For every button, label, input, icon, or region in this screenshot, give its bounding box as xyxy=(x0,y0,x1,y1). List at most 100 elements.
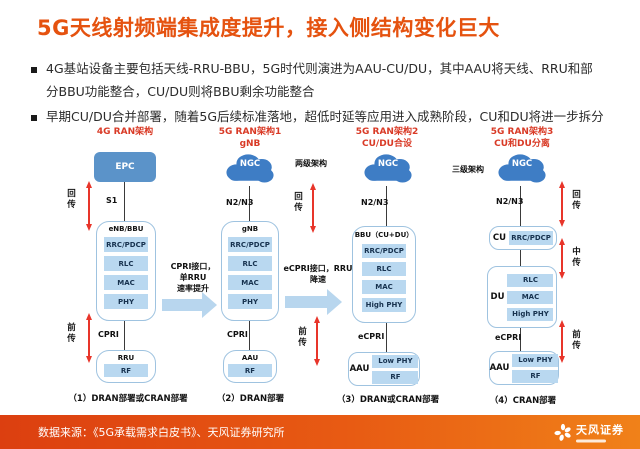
col3-caption: （3）DRAN或CRAN部署 xyxy=(336,395,440,405)
connector-line xyxy=(124,321,125,350)
layer-chip: MAC xyxy=(228,275,272,290)
aau-unit: AAU Low PHY RF xyxy=(489,351,559,385)
unit-title: BBU（CU+DU） xyxy=(354,231,414,239)
logo-text: 天风证券 xyxy=(576,423,624,437)
fronthaul-label: 前传 xyxy=(67,323,76,344)
fronthaul-arrow xyxy=(558,320,565,363)
tf-securities-logo: 天风证券 xyxy=(554,422,624,443)
bullet-item: 早期CU/DU合并部署，随着5G后续标准落地，超低时延等应用进入成熟阶段，CU和… xyxy=(31,106,605,129)
layer-chip: MAC xyxy=(362,280,406,294)
connector-line xyxy=(249,321,250,350)
n2n3-link-label: N2/N3 xyxy=(496,197,524,206)
transition2-text: eCPRI接口，RRU 降速 xyxy=(275,264,361,286)
layer-chip: Low PHY xyxy=(512,353,559,367)
two-tier-label: 两级架构 xyxy=(295,159,327,168)
du-unit: DU RLC MAC High PHY xyxy=(487,266,557,328)
unit-title: RRU xyxy=(117,354,135,362)
connector-line xyxy=(520,250,521,266)
cloud-label: NGC xyxy=(511,159,533,169)
bullet-square-icon xyxy=(31,67,37,73)
col4-header-line1: 5G RAN架构3 xyxy=(490,127,554,137)
layer-chip: RLC xyxy=(507,273,554,287)
backhaul-label: 回传 xyxy=(294,192,303,213)
bbu-cu-du-unit: BBU（CU+DU） RRC/PDCP RLC MAC High PHY xyxy=(352,226,416,323)
col3-header: 5G RAN架构2 CU/DU合设 xyxy=(337,127,437,150)
unit-title: AAU xyxy=(241,354,259,362)
col4-caption: （4）CRAN部署 xyxy=(489,396,557,406)
connector-line xyxy=(386,323,387,352)
right-block-arrow-icon xyxy=(162,299,202,311)
ngc-cloud: NGC xyxy=(493,150,551,186)
ngc-cloud: NGC xyxy=(359,150,417,186)
unit-side-label: CU xyxy=(492,233,507,243)
layer-chip: RLC xyxy=(362,262,406,276)
transition1-line2: 单RRU xyxy=(179,272,207,282)
cloud-icon xyxy=(364,154,412,183)
aau-unit: AAU RF xyxy=(223,350,277,383)
bullet-square-icon xyxy=(31,115,37,121)
transition1-text: CPRI接口， 单RRU 速率提升 xyxy=(155,262,231,294)
backhaul-arrow xyxy=(309,183,316,233)
midhaul-arrow xyxy=(558,238,565,279)
layer-chip: RRC/PDCP xyxy=(362,244,406,258)
layer-chip: High PHY xyxy=(507,307,554,321)
page-title: 5G天线射频端集成度提升，接入侧结构变化巨大 xyxy=(37,16,500,40)
cloud-label: NGC xyxy=(239,159,261,169)
footer-bar: 数据来源：《5G承载需求白皮书》、天风证券研究所 天风证券 xyxy=(0,415,640,449)
backhaul-arrow xyxy=(558,181,565,227)
right-block-arrow-icon xyxy=(285,296,327,308)
aau-unit: AAU Low PHY RF xyxy=(348,352,420,386)
connector-line xyxy=(520,186,521,226)
layer-chip: High PHY xyxy=(362,298,406,312)
col2-header-line1: 5G RAN架构1 xyxy=(218,127,282,137)
backhaul-label: 回传 xyxy=(572,190,581,211)
cloud-icon xyxy=(226,154,274,183)
bullet-item: 4G基站设备主要包括天线-RRU-BBU，5G时代则演进为AAU-CU/DU，其… xyxy=(31,58,605,103)
fronthaul-arrow xyxy=(85,313,92,363)
three-tier-label: 三级架构 xyxy=(452,165,484,174)
transition2-line1: eCPRI接口，RRU xyxy=(283,264,353,273)
unit-side-label: AAU xyxy=(489,363,510,373)
layer-chip: RRC/PDCP xyxy=(509,231,554,245)
fronthaul-arrow xyxy=(313,316,320,366)
n2n3-link-label: N2/N3 xyxy=(361,198,389,207)
layer-chip: RF xyxy=(104,364,148,377)
layer-chip: RRC/PDCP xyxy=(228,237,272,252)
col2-header-line2: gNB xyxy=(239,138,261,149)
enb-bbu-unit: eNB/BBU RRC/PDCP RLC MAC PHY xyxy=(96,221,156,321)
transition1-line3: 速率提升 xyxy=(177,283,209,293)
midhaul-label: 中传 xyxy=(572,247,581,268)
bullet-text: 4G基站设备主要包括天线-RRU-BBU，5G时代则演进为AAU-CU/DU，其… xyxy=(46,61,593,99)
layer-chip: RF xyxy=(512,369,559,383)
fronthaul-label: 前传 xyxy=(572,330,581,351)
col4-header-line2: CU和DU分离 xyxy=(494,138,550,149)
layer-chip: RLC xyxy=(104,256,148,271)
cu-unit: CU RRC/PDCP xyxy=(489,226,557,250)
col1-header-line1: 4G RAN架构 xyxy=(96,127,154,137)
unit-title: gNB xyxy=(241,225,259,233)
bullet-text: 早期CU/DU合并部署，随着5G后续标准落地，超低时延等应用进入成熟阶段，CU和… xyxy=(46,109,604,124)
rru-unit: RRU RF xyxy=(96,350,156,383)
ngc-cloud: NGC xyxy=(221,150,279,186)
transition2-line2: 降速 xyxy=(310,274,326,284)
layer-chip: RLC xyxy=(228,256,272,271)
bullet-list: 4G基站设备主要包括天线-RRU-BBU，5G时代则演进为AAU-CU/DU，其… xyxy=(31,58,605,132)
cpri-link-label: CPRI xyxy=(98,330,119,339)
connector-line xyxy=(124,182,125,222)
col2-header: 5G RAN架构1 gNB xyxy=(200,127,300,150)
connector-line xyxy=(386,186,387,226)
fronthaul-label: 前传 xyxy=(298,327,307,348)
layer-chip: MAC xyxy=(104,275,148,290)
connector-line xyxy=(249,186,250,222)
layer-chip: RRC/PDCP xyxy=(104,237,148,252)
epc-node: EPC xyxy=(94,152,156,182)
layer-chip: Low PHY xyxy=(372,354,419,368)
backhaul-label: 回传 xyxy=(67,189,76,210)
col1-header: 4G RAN架构 xyxy=(75,127,175,139)
cloud-icon xyxy=(498,154,546,183)
transition1-line1: CPRI接口， xyxy=(170,262,216,271)
col3-header-line2: CU/DU合设 xyxy=(362,138,412,149)
col2-caption: （2）DRAN部署 xyxy=(216,394,285,404)
layer-chip: PHY xyxy=(228,294,272,309)
